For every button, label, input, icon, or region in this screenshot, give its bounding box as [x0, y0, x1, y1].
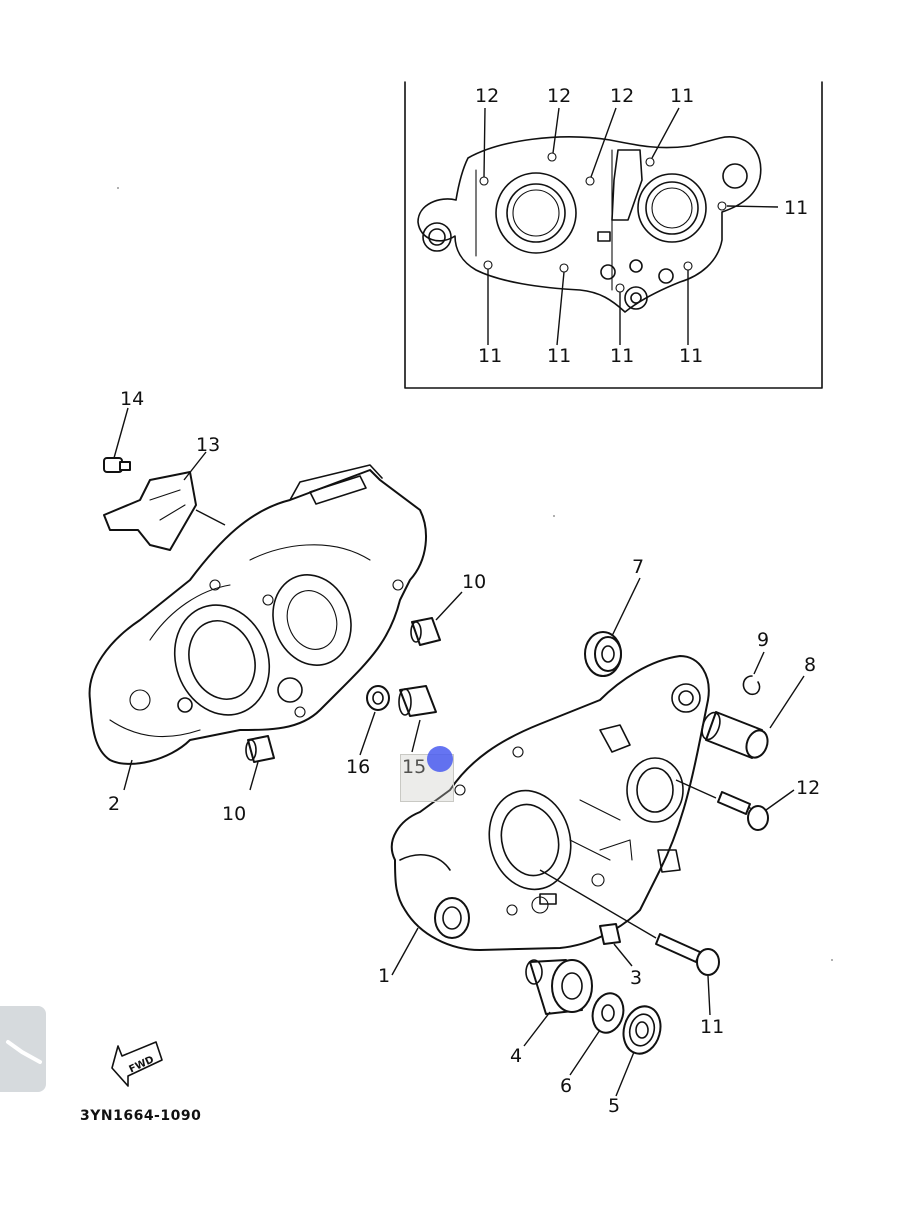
- inset-callout-12a: 12: [475, 85, 499, 107]
- callout-13: 13: [196, 434, 220, 456]
- bolt-12: [717, 791, 769, 831]
- inset-callout-11c: 11: [478, 345, 502, 367]
- callout-2: 2: [108, 793, 120, 815]
- inset-callout-11a: 11: [670, 85, 694, 107]
- dowel-pin-10-lower: [245, 735, 275, 763]
- crankcase-right: [390, 655, 710, 951]
- callout-8: 8: [804, 654, 816, 676]
- chevron-icon: [6, 1040, 42, 1064]
- circlip-9: [742, 675, 761, 696]
- bolt-14: [103, 457, 131, 473]
- plug-15: [398, 685, 437, 717]
- callout-12: 12: [796, 777, 820, 799]
- dowel-pin-10-upper: [410, 617, 441, 646]
- inset-view: [404, 81, 823, 389]
- callout-10-lower: 10: [222, 803, 246, 825]
- bearing-4: [525, 959, 593, 1015]
- callout-16: 16: [346, 756, 370, 778]
- pin-8: [701, 711, 769, 759]
- inset-callout-11d: 11: [547, 345, 571, 367]
- callout-15: 15: [402, 756, 426, 778]
- side-drawer-handle[interactable]: [0, 1006, 46, 1092]
- callout-9: 9: [757, 629, 769, 651]
- callout-5: 5: [608, 1095, 620, 1117]
- fwd-label: FWD: [127, 1054, 155, 1075]
- callout-1: 1: [378, 965, 390, 987]
- part-code: 3YN1664-1090: [80, 1108, 201, 1124]
- callout-6: 6: [560, 1075, 572, 1097]
- inset-callout-12c: 12: [610, 85, 634, 107]
- callout-3: 3: [630, 967, 642, 989]
- inset-callout-11b: 11: [784, 197, 808, 219]
- bearing-7: [584, 631, 622, 677]
- callout-4: 4: [510, 1045, 522, 1067]
- inset-callout-12b: 12: [547, 85, 571, 107]
- dowel-3: [599, 923, 621, 945]
- washer-6: [591, 992, 625, 1034]
- callout-10-upper: 10: [462, 571, 486, 593]
- callout-14: 14: [120, 388, 144, 410]
- inset-callout-11e: 11: [610, 345, 634, 367]
- crankcase-left: [88, 464, 427, 765]
- fwd-arrow-icon: FWD: [111, 1041, 163, 1087]
- oil-seal-5: [622, 1005, 662, 1055]
- inset-callout-11f: 11: [679, 345, 703, 367]
- touch-pointer-indicator: [427, 746, 453, 772]
- washer-16: [366, 685, 390, 711]
- bolt-11: [655, 933, 720, 976]
- callout-11: 11: [700, 1016, 724, 1038]
- callout-7: 7: [632, 556, 644, 578]
- bracket-13: [103, 471, 197, 551]
